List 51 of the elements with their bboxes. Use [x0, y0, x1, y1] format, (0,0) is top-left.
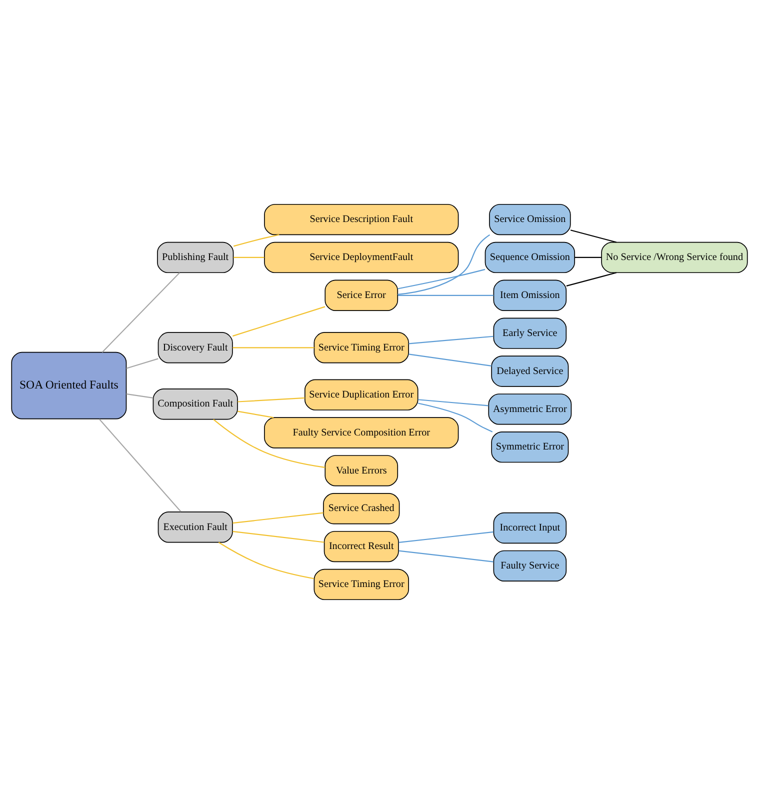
- connector: [574, 256, 602, 258]
- node-box: Sequence Omission: [484, 241, 576, 273]
- node-box: Incorrect Input: [493, 512, 567, 544]
- connector: [232, 306, 326, 336]
- connector: [398, 294, 494, 296]
- connector: [232, 530, 324, 542]
- node-box: Asymmetric Error: [488, 393, 572, 424]
- connector: [102, 272, 180, 352]
- connector: [408, 353, 492, 366]
- connector: [98, 418, 182, 512]
- connector: [232, 512, 324, 524]
- node-box: Incorrect Result: [324, 530, 399, 562]
- connector: [238, 396, 305, 402]
- node-box: Value Errors: [324, 454, 398, 486]
- connector: [238, 410, 274, 418]
- connector: [570, 229, 617, 242]
- node-box: Execution Fault: [158, 511, 233, 542]
- connector: [398, 268, 486, 289]
- connector: [126, 358, 158, 368]
- connector: [566, 272, 617, 286]
- connector: [218, 541, 314, 579]
- connector: [398, 530, 494, 542]
- node-box: Service Timing Error: [314, 568, 409, 600]
- connector: [213, 418, 326, 468]
- connector: [232, 346, 314, 348]
- connector: [398, 550, 494, 562]
- node-box: Service Duplication Error: [304, 378, 418, 410]
- node-box: Composition Fault: [152, 388, 238, 420]
- node-box: Faulty Service: [493, 550, 567, 582]
- connector: [418, 398, 488, 406]
- node-box: Item Omission: [493, 279, 567, 310]
- node-box: Early Service: [493, 317, 567, 348]
- node-box: Service Crashed: [323, 492, 400, 524]
- node-box: Service DeploymentFault: [264, 241, 459, 273]
- node-box: Delayed Service: [491, 355, 569, 386]
- node-box: No Service /Wrong Service found: [601, 241, 748, 273]
- node-box: Faulty Service Composition Error: [264, 416, 459, 448]
- node-box: Discovery Fault: [158, 332, 233, 363]
- node-box: SOA Oriented Faults: [11, 351, 127, 419]
- connector: [234, 256, 264, 258]
- connector: [418, 402, 493, 432]
- node-box: Serice Error: [324, 279, 398, 310]
- node-box: Service Timing Error: [314, 332, 409, 363]
- connector: [408, 335, 494, 344]
- node-box: Service Omission: [489, 203, 571, 235]
- connector: [233, 234, 280, 246]
- connector: [126, 392, 154, 398]
- node-box: Publishing Fault: [157, 241, 234, 273]
- node-box: Service Description Fault: [264, 203, 459, 235]
- connector: [398, 234, 490, 295]
- node-box: Symmetric Error: [491, 431, 569, 462]
